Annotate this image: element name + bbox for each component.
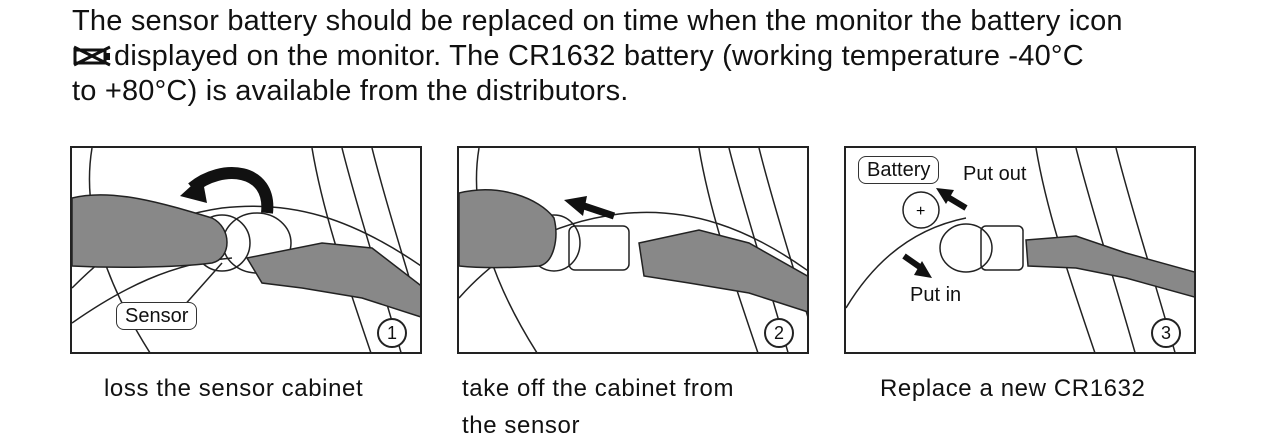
step-2-caption-line-1: take off the cabinet from (462, 370, 734, 407)
step-number-1: 1 (377, 318, 407, 348)
step-number-3: 3 (1151, 318, 1181, 348)
sensor-callout: Sensor (116, 302, 197, 330)
put-out-label: Put out (963, 162, 1026, 186)
svg-text:+: + (916, 203, 925, 220)
step-3-illustration: + Battery Put out Put in 3 (844, 146, 1196, 354)
step-2-illustration: 2 (457, 146, 809, 354)
step-2-caption-line-2: the sensor (462, 407, 734, 444)
step-number-2: 2 (764, 318, 794, 348)
intro-line-2: displayed on the monitor. The CR1632 bat… (72, 39, 1252, 74)
put-in-label: Put in (910, 283, 961, 307)
battery-crossed-icon (72, 45, 114, 67)
step-1-illustration: Sensor 1 (70, 146, 422, 354)
step-2-drawing (459, 148, 809, 354)
intro-paragraph: The sensor battery should be replaced on… (72, 4, 1252, 109)
intro-line-1: The sensor battery should be replaced on… (72, 4, 1252, 39)
intro-line-2-text: displayed on the monitor. The CR1632 bat… (114, 40, 1084, 72)
intro-line-3: to +80°C) is available from the distribu… (72, 74, 1252, 109)
step-3-caption: Replace a new CR1632 (880, 370, 1146, 407)
battery-callout: Battery (858, 156, 939, 184)
step-1-caption: loss the sensor cabinet (104, 370, 363, 407)
step-2-caption: take off the cabinet from the sensor (462, 370, 734, 444)
